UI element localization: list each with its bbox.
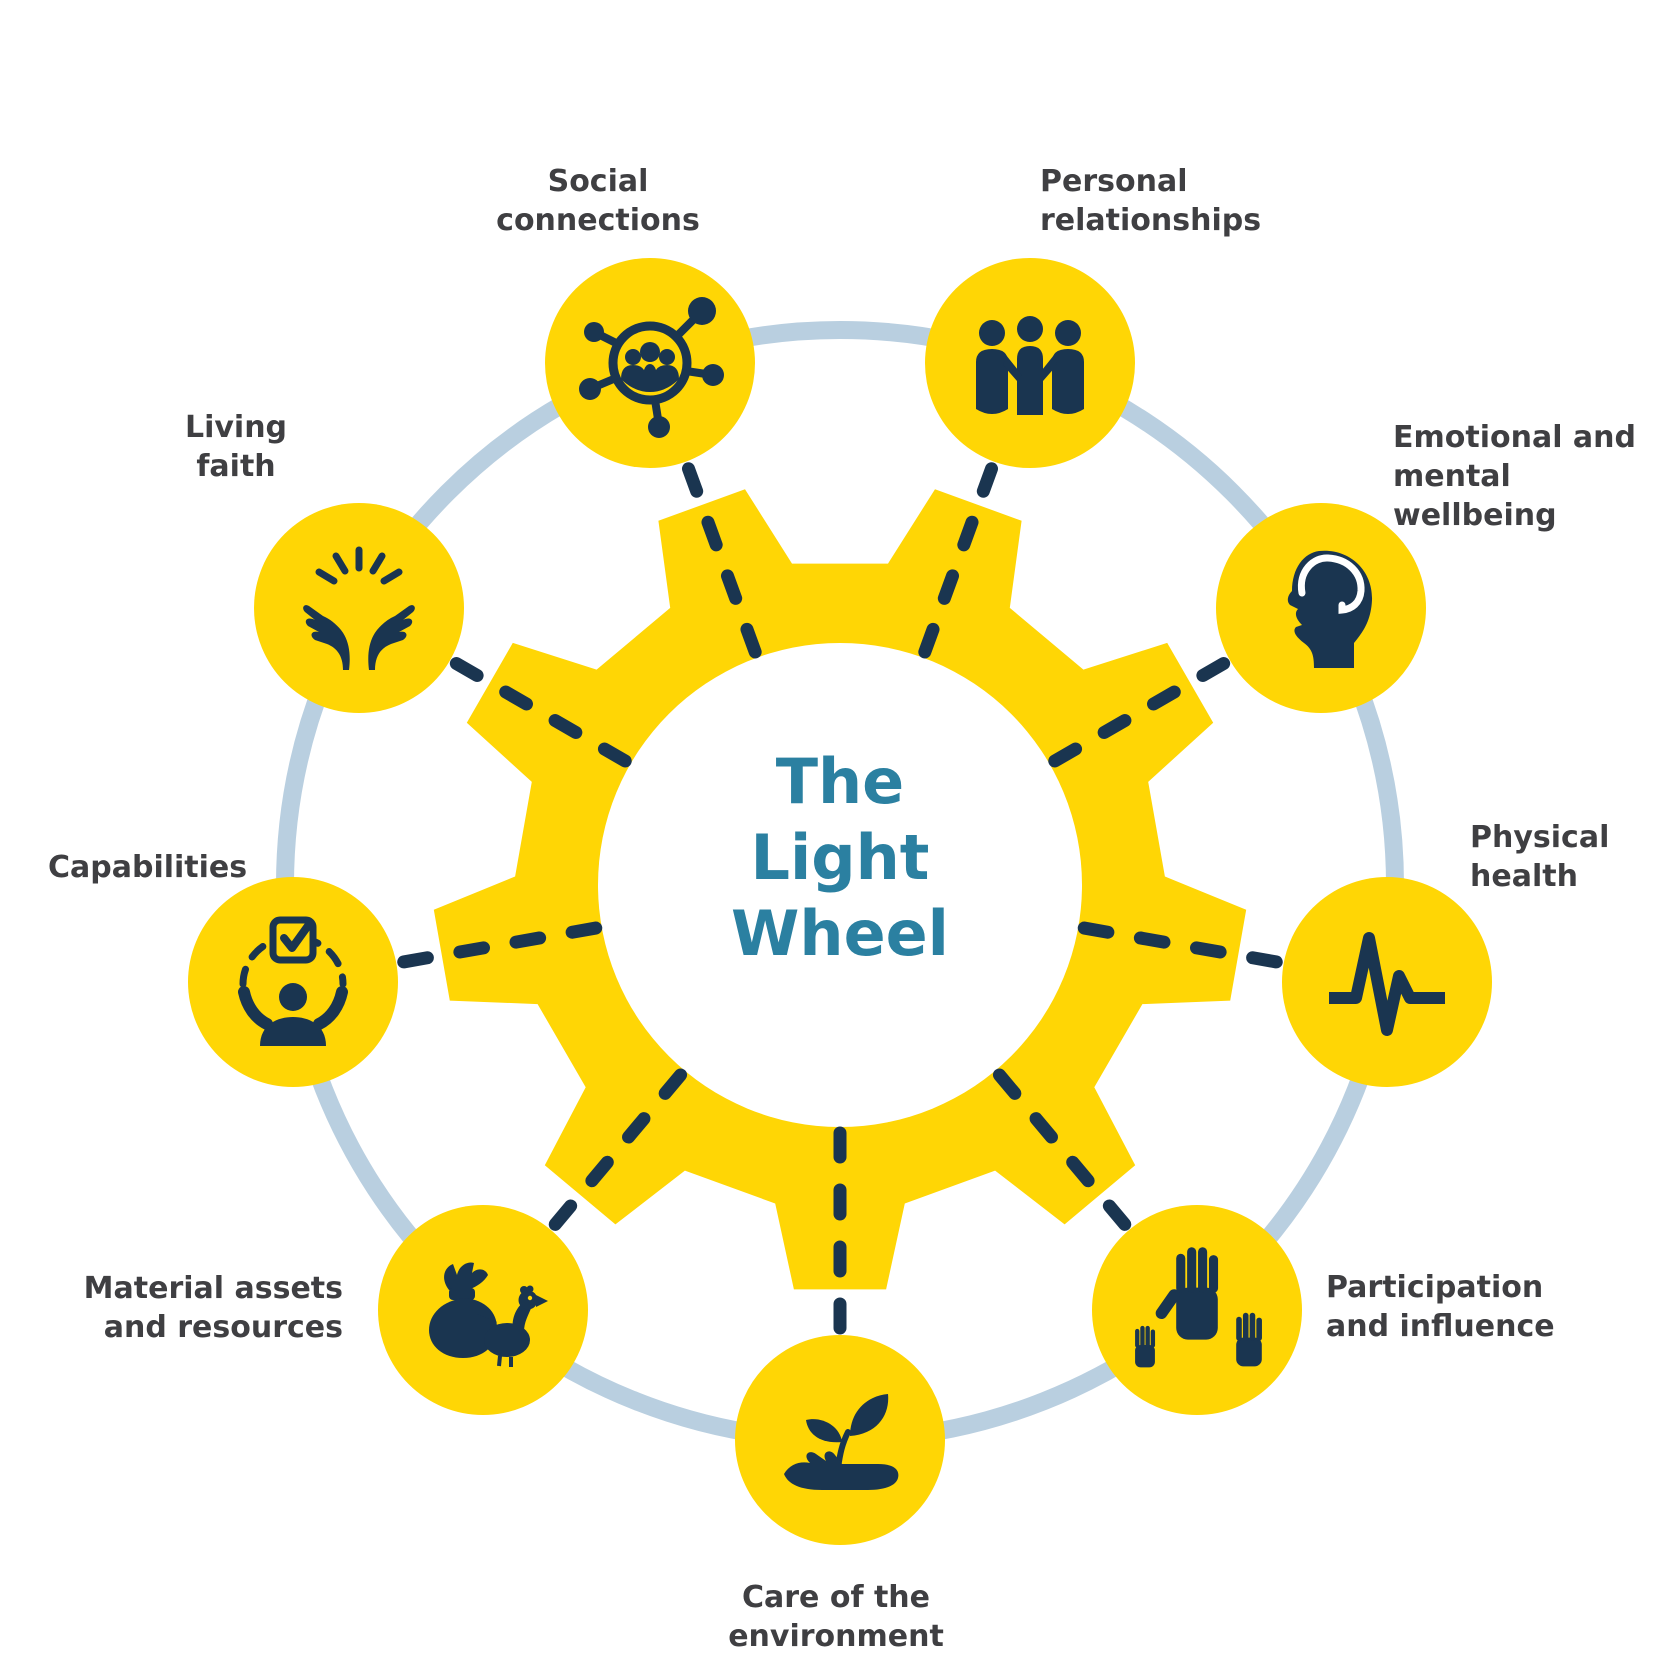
dashed-spoke-line — [390, 921, 603, 970]
segment-personal-relationships — [925, 258, 1135, 468]
center-title-line-2: Light — [750, 821, 930, 894]
segment-circle — [545, 258, 755, 468]
segment-care-environment — [735, 1335, 945, 1545]
segment-circle — [254, 503, 464, 713]
center-title-line-1: The — [775, 745, 905, 818]
dashed-spoke-line — [443, 653, 632, 768]
dashed-spoke-line — [992, 1068, 1136, 1237]
hand-plant-icon — [784, 1394, 899, 1490]
three-people-icon — [976, 316, 1084, 415]
segment-physical-health — [1282, 877, 1492, 1087]
segment-material-assets — [378, 1205, 588, 1415]
dashed-spoke-line — [918, 455, 1001, 659]
head-brain-icon — [1287, 550, 1373, 668]
heartbeat-icon — [1329, 932, 1445, 1036]
segment-living-faith — [254, 503, 464, 713]
segment-label-living-faith: Living faith — [184, 410, 288, 484]
segment-circle — [188, 877, 398, 1087]
dashed-spoke-line — [1048, 653, 1237, 768]
segment-label-material-assets: Material assets and resources — [83, 1271, 343, 1345]
segment-label-social-connections: Social connections — [496, 164, 700, 238]
segment-label-care-environment: Care of the environment — [728, 1580, 944, 1654]
segment-label-emotional-mental-wellbeing: Emotional and mental wellbeing — [1393, 420, 1637, 533]
center-circle — [598, 643, 1082, 1127]
raised-hands-icon — [1135, 1247, 1262, 1368]
network-people-icon — [579, 297, 724, 438]
segment-label-physical-health: Physical health — [1470, 820, 1610, 894]
segment-emotional-mental-wellbeing — [1216, 503, 1426, 713]
segment-capabilities — [188, 877, 398, 1087]
center-title: The Light Wheel — [590, 744, 1090, 972]
segment-circle — [1282, 877, 1492, 1087]
dashed-spoke-line — [544, 1068, 688, 1237]
segment-label-capabilities: Capabilities — [48, 850, 248, 885]
segment-label-personal-relationships: Personal relationships — [1040, 164, 1262, 238]
open-hands-rays-icon — [303, 546, 415, 670]
center-title-line-3: Wheel — [731, 897, 949, 970]
segment-social-connections — [545, 258, 755, 468]
segment-label-participation-influence: Participation and influence — [1326, 1270, 1555, 1344]
dashed-spoke-line — [679, 455, 762, 659]
person-checkbox-icon — [238, 916, 348, 1046]
dashed-spoke-line — [1077, 921, 1290, 970]
dashed-spokes — [390, 455, 1290, 1342]
money-bag-chicken-icon — [429, 1262, 548, 1367]
segment-participation-influence — [1092, 1205, 1302, 1415]
